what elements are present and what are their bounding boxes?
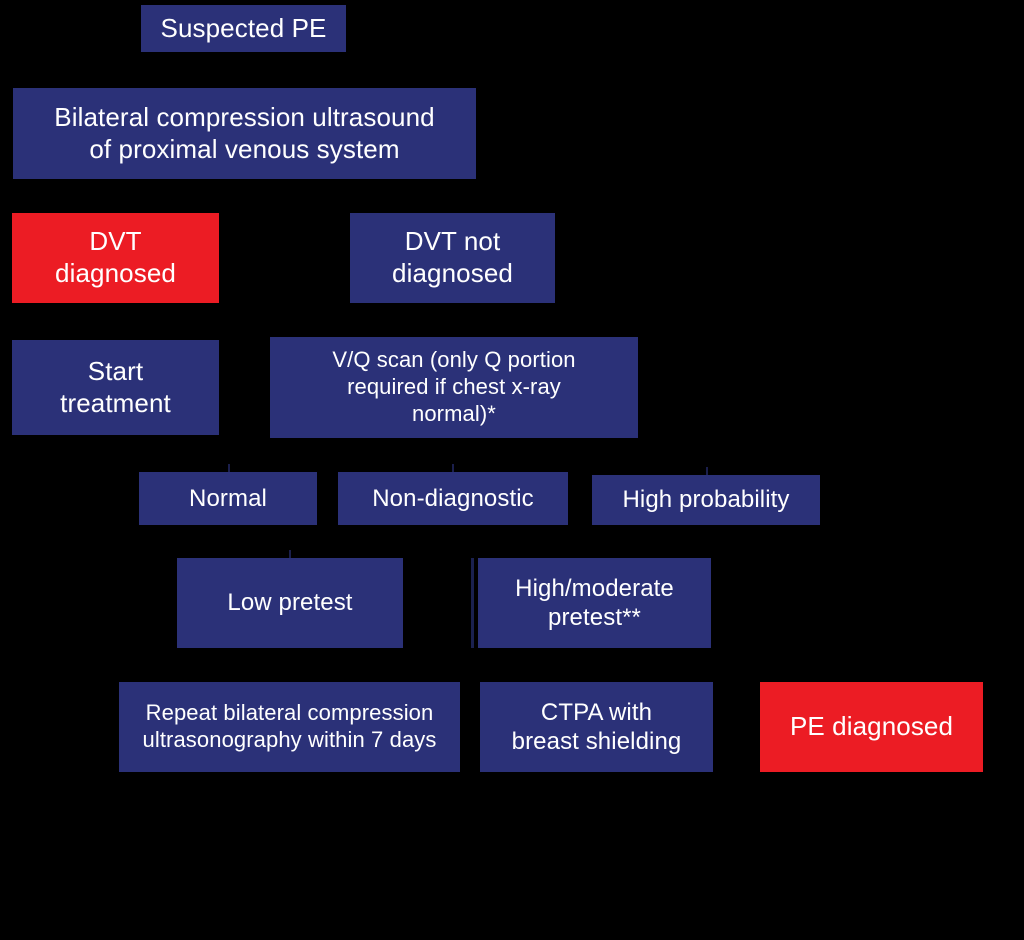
node-suspected-pe[interactable]: Suspected PE: [141, 5, 346, 52]
node-high-probability[interactable]: High probability: [592, 475, 820, 525]
stub-above-low-pretest: [289, 550, 291, 559]
node-low-pretest[interactable]: Low pretest: [177, 558, 403, 648]
stub-above-high-probability: [706, 467, 708, 476]
node-normal[interactable]: Normal: [139, 472, 317, 525]
rule-left-of-pretest: [471, 558, 474, 648]
node-high-moderate-pretest[interactable]: High/moderate pretest**: [478, 558, 711, 648]
node-ctpa-breast-shielding[interactable]: CTPA with breast shielding: [480, 682, 713, 772]
node-pe-diagnosed[interactable]: PE diagnosed: [760, 682, 983, 772]
stub-above-non-diagnostic: [452, 464, 454, 473]
node-dvt-not-diagnosed[interactable]: DVT not diagnosed: [350, 213, 555, 303]
node-bilateral-compression-ultrasound[interactable]: Bilateral compression ultrasound of prox…: [13, 88, 476, 179]
node-repeat-bilateral-compression[interactable]: Repeat bilateral compression ultrasonogr…: [119, 682, 460, 772]
node-dvt-diagnosed[interactable]: DVT diagnosed: [12, 213, 219, 303]
node-non-diagnostic[interactable]: Non-diagnostic: [338, 472, 568, 525]
node-vq-scan[interactable]: V/Q scan (only Q portion required if che…: [270, 337, 638, 438]
node-start-treatment[interactable]: Start treatment: [12, 340, 219, 435]
stub-above-normal: [228, 464, 230, 473]
